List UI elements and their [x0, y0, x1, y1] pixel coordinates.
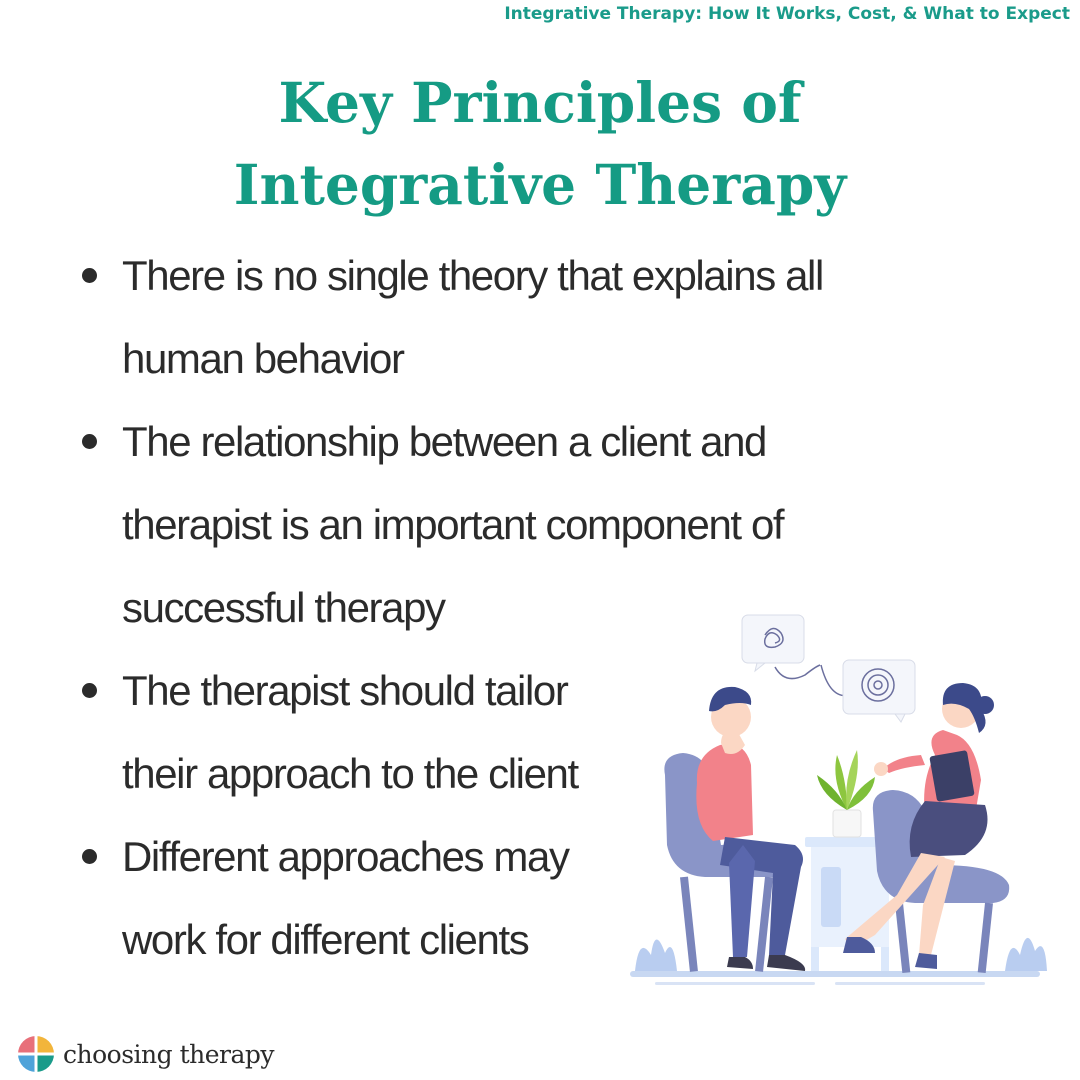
- list-item: The relationship between a client and th…: [80, 400, 920, 649]
- bullet-dot-icon: [82, 268, 97, 283]
- list-item-line: work for different clients: [122, 916, 530, 963]
- bullet-dot-icon: [82, 683, 97, 698]
- logo-quadrant-4: [36, 1054, 54, 1072]
- brand-name: choosing therapy: [63, 1039, 275, 1069]
- list-item-line: their approach to the client: [122, 750, 579, 797]
- logo-quadrant-2: [36, 1036, 54, 1054]
- therapy-session-illustration: [630, 614, 1047, 985]
- list-item-line: successful therapy: [122, 584, 446, 631]
- page-title-line-2: Integrative Therapy: [233, 152, 847, 217]
- list-item: The therapist should tailor their approa…: [80, 649, 920, 815]
- thought-bubble-right-icon: [842, 659, 916, 723]
- list-item-line: The therapist should tailor: [122, 667, 569, 714]
- logo-quadrant-3: [18, 1054, 36, 1072]
- thought-bubble-left-icon: [741, 614, 805, 673]
- choosing-therapy-logo-icon: [17, 1035, 55, 1073]
- list-item-line: Different approaches may: [122, 833, 570, 880]
- header-title: Integrative Therapy: How It Works, Cost,…: [504, 4, 1070, 24]
- bullet-dot-icon: [82, 434, 97, 449]
- bullet-dot-icon: [82, 849, 97, 864]
- list-item-line: therapist is an important component of: [122, 501, 785, 548]
- page-title: Key Principles of Integrative Therapy: [0, 62, 1080, 226]
- list-item: There is no single theory that explains …: [80, 234, 920, 400]
- page-title-line-1: Key Principles of: [278, 70, 802, 135]
- list-item-line: The relationship between a client and: [122, 418, 767, 465]
- brand-logo[interactable]: choosing therapy: [17, 1035, 275, 1073]
- list-item-line: There is no single theory that explains …: [122, 252, 824, 299]
- list-item: Different approaches may work for differ…: [80, 815, 920, 981]
- principles-list: There is no single theory that explains …: [80, 234, 920, 981]
- list-item-line: human behavior: [122, 335, 405, 382]
- logo-quadrant-1: [18, 1036, 36, 1054]
